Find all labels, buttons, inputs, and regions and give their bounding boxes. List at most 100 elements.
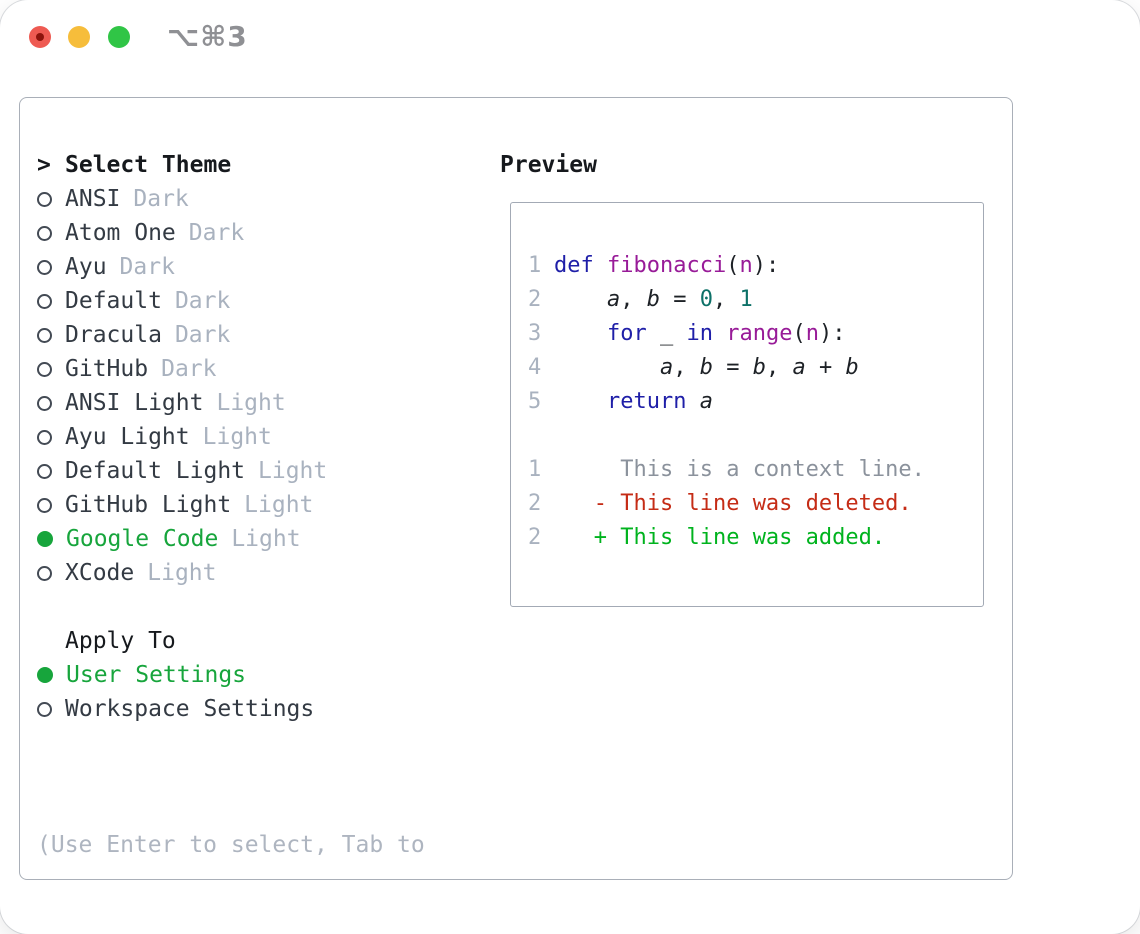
code-token: + [805,354,846,380]
radio-icon [37,259,52,275]
diff-line: 1 This is a context line. [528,452,983,486]
code-token [554,321,607,346]
radio-icon [37,293,52,309]
code-token: def [554,252,607,278]
code-token: b [845,354,859,380]
code-line: 5 return a [528,384,983,418]
theme-variant: Dark [161,356,217,382]
radio-icon [37,463,52,479]
radio-selected-icon [37,531,53,547]
help-line-2: change focus) [37,930,425,934]
radio-icon [37,191,52,207]
code-token [554,355,660,380]
apply-option-label: User Settings [66,662,247,688]
code-token: ( [792,320,806,346]
radio-selected-icon [37,667,53,683]
diff-line: 2 - This line was deleted. [528,486,983,520]
radio-icon [37,701,52,717]
line-number: 5 [528,388,542,414]
code-token: a [792,354,806,380]
theme-variant: Light [244,492,314,518]
theme-name: Ayu [65,254,107,280]
code-token [713,321,726,346]
code-token: , [712,286,740,312]
code-token: in [686,320,713,346]
code-token [686,389,699,414]
code-token: = [659,286,700,312]
code-token [554,389,607,414]
line-number: 2 [528,524,542,550]
diff-text: + This line was added. [593,524,886,550]
theme-name: GitHub Light [65,492,232,518]
line-number: 2 [528,490,542,516]
code-token: range [726,320,793,346]
theme-name: Default Light [65,458,246,484]
maximize-button[interactable] [108,26,130,48]
theme-option[interactable]: Default Light Light [37,454,425,488]
theme-name: Google Code [66,526,219,552]
code-token: n [805,320,819,346]
diff-text: - This line was deleted. [593,490,912,516]
theme-variant: Light [202,424,272,450]
theme-option[interactable]: Google Code Light [37,522,425,556]
theme-option[interactable]: GitHub Light Light [37,488,425,522]
code-token: n [739,252,753,278]
theme-option[interactable]: Atom One Dark [37,216,425,250]
code-token: , [765,354,793,380]
radio-icon [37,327,52,343]
diff-pad [554,491,594,516]
diff-line: 2 + This line was added. [528,520,983,554]
theme-variant: Light [231,526,301,552]
close-button-dot [36,33,44,41]
theme-name: GitHub [65,356,149,382]
line-number: 3 [528,320,542,346]
theme-option[interactable]: Ayu Dark [37,250,425,284]
code-token: for [606,320,647,346]
diff-pad [554,457,594,482]
diff-text: This is a context line. [593,456,925,482]
theme-variant: Dark [188,220,245,246]
code-token: a [699,388,713,414]
diff-preview: 1 This is a context line.2 - This line w… [528,452,983,554]
window-shortcut-label: ⌥⌘3 [167,20,248,53]
theme-variant: Dark [174,322,231,348]
apply-option[interactable]: User Settings [37,658,425,692]
apply-option-label: Workspace Settings [65,696,315,722]
theme-variant: Light [258,458,328,484]
line-number: 1 [528,252,542,278]
select-theme-title: Select Theme [65,152,232,178]
theme-name: ANSI Light [65,390,204,416]
section-gap [37,726,425,760]
help-text: (Use Enter to select, Tab to change focu… [37,760,425,934]
code-token: 0 [699,286,713,312]
line-number: 2 [528,286,542,312]
code-token: b [752,354,766,380]
theme-option[interactable]: Ayu Light Light [37,420,425,454]
theme-name: Atom One [65,220,176,246]
minimize-button[interactable] [68,26,90,48]
theme-variant: Dark [119,254,175,280]
code-token: , [673,354,700,380]
theme-option[interactable]: GitHub Dark [37,352,425,386]
theme-option[interactable]: Dracula Dark [37,318,425,352]
radio-icon [37,429,52,445]
select-theme-header: >Select Theme [37,148,425,182]
apply-option[interactable]: Workspace Settings [37,692,425,726]
theme-name: Dracula [65,322,162,348]
theme-name: Ayu Light [65,424,190,450]
code-line: 2 a, b = 0, 1 [528,282,983,316]
radio-icon [37,225,52,241]
code-token: 1 [739,286,753,312]
close-button[interactable] [29,26,51,48]
theme-name: Default [65,288,162,314]
